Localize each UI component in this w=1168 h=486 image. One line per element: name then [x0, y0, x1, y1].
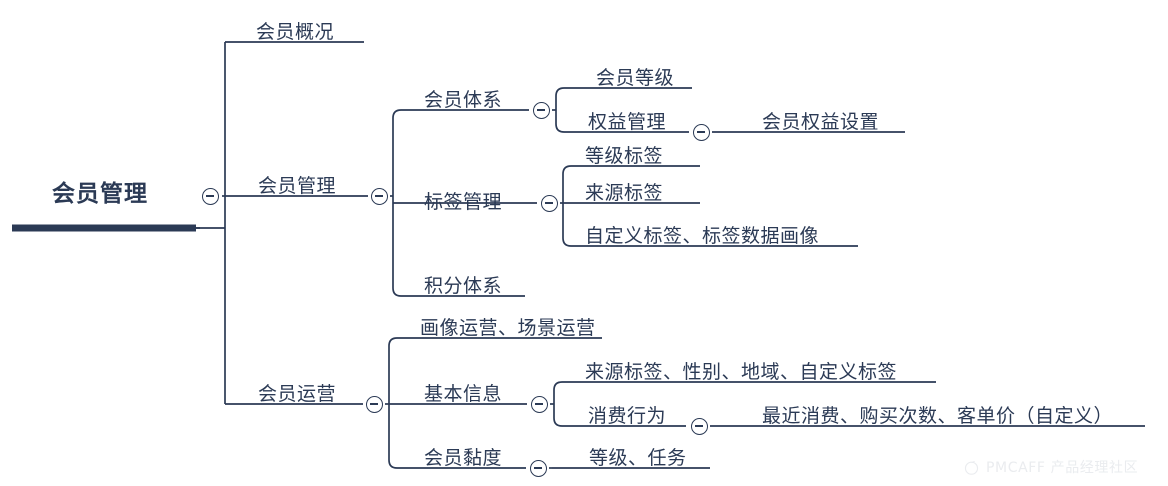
pmcaff-peach-logo-icon: [964, 460, 979, 475]
node-member-system[interactable]: 会员体系: [424, 89, 503, 111]
node-tag-management[interactable]: 标签管理: [424, 191, 503, 213]
node-member-level[interactable]: 会员等级: [596, 67, 675, 89]
collapse-toggle-root[interactable]: [202, 188, 219, 205]
watermark-text: PMCAFF 产品经理社区: [986, 460, 1139, 476]
collapse-toggle-tag-management[interactable]: [541, 195, 558, 212]
node-benefit-settings[interactable]: 会员权益设置: [762, 111, 880, 133]
collapse-toggle-member-stickiness[interactable]: [530, 460, 547, 477]
node-points-system[interactable]: 积分体系: [424, 275, 503, 297]
node-basic-info-fields[interactable]: 来源标签、性别、地域、自定义标签: [585, 361, 898, 383]
node-custom-tag[interactable]: 自定义标签、标签数据画像: [585, 225, 820, 247]
node-profile-operations[interactable]: 画像运营、场景运营: [420, 317, 596, 339]
node-member-overview[interactable]: 会员概况: [256, 21, 335, 43]
collapse-toggle-member-system[interactable]: [533, 102, 550, 119]
collapse-toggle-consumption-behavior[interactable]: [691, 418, 708, 435]
mindmap-root-node[interactable]: 会员管理: [52, 181, 148, 207]
node-basic-info[interactable]: 基本信息: [424, 383, 503, 405]
node-stickiness-items[interactable]: 等级、任务: [589, 447, 687, 469]
node-member-operations[interactable]: 会员运营: [258, 383, 337, 405]
node-member-management[interactable]: 会员管理: [258, 175, 337, 197]
node-member-stickiness[interactable]: 会员黏度: [424, 447, 503, 469]
collapse-toggle-member-management[interactable]: [371, 188, 388, 205]
node-consumption-behavior[interactable]: 消费行为: [588, 405, 667, 427]
collapse-toggle-basic-info[interactable]: [531, 396, 548, 413]
node-level-tag[interactable]: 等级标签: [585, 145, 664, 167]
node-consumption-metrics[interactable]: 最近消费、购买次数、客单价（自定义）: [762, 405, 1114, 427]
node-benefit-management[interactable]: 权益管理: [588, 111, 667, 133]
collapse-toggle-member-operations[interactable]: [366, 396, 383, 413]
node-source-tag[interactable]: 来源标签: [585, 182, 664, 204]
watermark: PMCAFF 产品经理社区: [963, 457, 1138, 477]
collapse-toggle-benefit-management[interactable]: [693, 124, 710, 141]
